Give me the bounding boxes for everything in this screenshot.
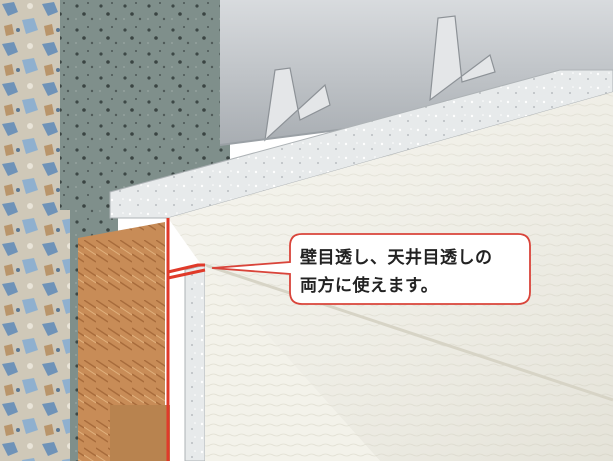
wall-panel-face [205, 265, 380, 461]
callout-bubble [211, 233, 531, 305]
wood-block [110, 405, 170, 461]
ceiling-trim [109, 69, 613, 219]
callout-line-2: 両方に使えます。 [300, 276, 439, 296]
wood-furring [78, 222, 165, 461]
deck-ribs [264, 15, 496, 142]
wall-panel [184, 264, 206, 461]
callout-line-1: 壁目透し、天井目透しの [300, 248, 493, 268]
panel-groove [204, 263, 613, 402]
callout-text: 壁目透し、天井目透しの 両方に使えます。 [300, 244, 532, 300]
joint-profile-highlight [166, 218, 206, 461]
